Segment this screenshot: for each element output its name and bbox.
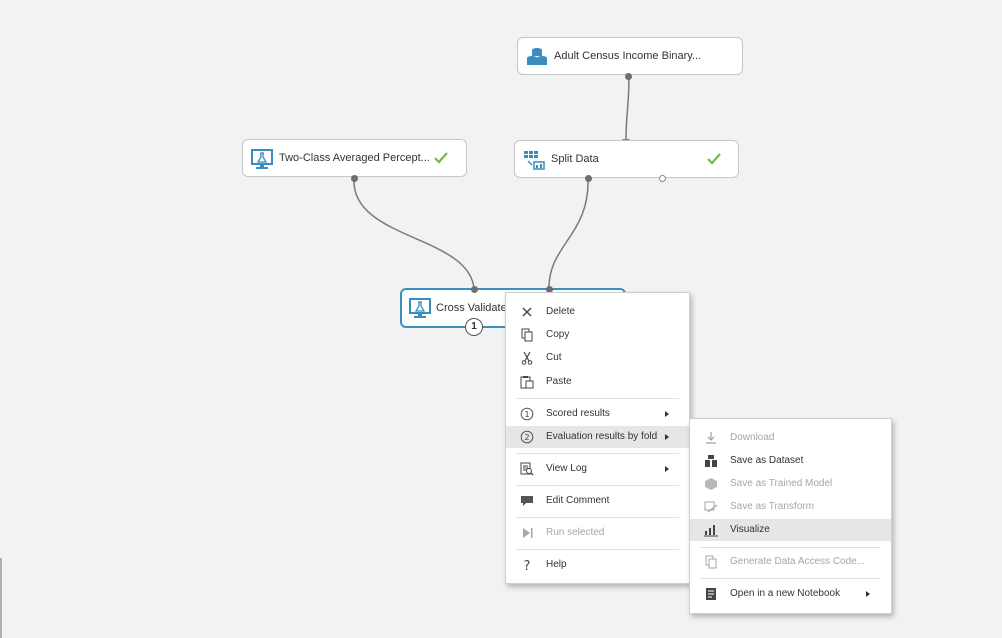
circle-1-icon: 1 bbox=[520, 407, 534, 421]
output-port-badge[interactable]: 1 bbox=[465, 318, 483, 336]
menu-separator bbox=[516, 517, 679, 518]
submenu-item-save-as-dataset[interactable]: Save as Dataset bbox=[690, 450, 891, 472]
menu-item-view-log[interactable]: View Log bbox=[506, 458, 689, 480]
menu-item-label: View Log bbox=[546, 463, 587, 474]
menu-separator bbox=[516, 398, 679, 399]
svg-text:?: ? bbox=[524, 559, 531, 572]
input-port-1[interactable] bbox=[471, 286, 478, 293]
code-icon bbox=[704, 555, 718, 569]
menu-item-edit-comment[interactable]: Edit Comment bbox=[506, 490, 689, 512]
circle-2-icon: 2 bbox=[520, 430, 534, 444]
menu-item-delete[interactable]: Delete bbox=[506, 301, 689, 323]
menu-item-label: Save as Trained Model bbox=[730, 478, 833, 489]
output-port-2[interactable] bbox=[659, 175, 666, 182]
visualize-icon bbox=[704, 523, 718, 537]
menu-item-label: Save as Dataset bbox=[730, 455, 804, 466]
module-split-data[interactable]: Split Data bbox=[514, 140, 739, 178]
submenu-arrow-icon bbox=[665, 466, 669, 472]
menu-item-label: Delete bbox=[546, 306, 575, 317]
submenu-item-save-as-trained-model: Save as Trained Model bbox=[690, 473, 891, 495]
cut-icon bbox=[520, 351, 534, 365]
menu-separator bbox=[700, 578, 881, 579]
menu-item-label: Download bbox=[730, 432, 775, 443]
submenu-item-download: Download bbox=[690, 427, 891, 449]
submenu-evaluation-results: Download Save as Dataset Save as Trained… bbox=[689, 418, 892, 614]
menu-item-label: Paste bbox=[546, 376, 572, 387]
submenu-arrow-icon bbox=[866, 591, 870, 597]
menu-item-cut[interactable]: Cut bbox=[506, 347, 689, 369]
menu-separator bbox=[516, 453, 679, 454]
input-port-2[interactable] bbox=[546, 286, 553, 293]
copy-icon bbox=[520, 328, 534, 342]
context-menu: Delete Copy Cut Paste 1 Scored results 2… bbox=[505, 292, 690, 584]
save-dataset-icon bbox=[704, 454, 718, 468]
menu-item-evaluation-results-by-fold[interactable]: 2 Evaluation results by fold bbox=[506, 426, 689, 448]
submenu-item-visualize[interactable]: Visualize bbox=[690, 519, 891, 541]
check-icon bbox=[706, 151, 722, 167]
submenu-arrow-icon bbox=[665, 434, 669, 440]
notebook-icon bbox=[704, 587, 718, 601]
flask-monitor-icon bbox=[409, 298, 431, 318]
module-label: Split Data bbox=[551, 153, 599, 165]
menu-item-help[interactable]: ? Help bbox=[506, 554, 689, 576]
help-icon: ? bbox=[520, 558, 534, 572]
flask-monitor-icon bbox=[251, 149, 273, 169]
transform-icon bbox=[704, 500, 718, 514]
svg-text:1: 1 bbox=[524, 410, 529, 419]
connection-perceptron-to-cross-validate bbox=[353, 177, 475, 290]
connection-split-to-cross-validate bbox=[548, 177, 589, 290]
canvas-edge-scrollbar[interactable] bbox=[0, 558, 2, 638]
submenu-item-open-in-new-notebook[interactable]: Open in a new Notebook bbox=[690, 583, 891, 605]
submenu-arrow-icon bbox=[665, 411, 669, 417]
view-log-icon bbox=[520, 462, 534, 476]
menu-item-paste[interactable]: Paste bbox=[506, 371, 689, 393]
connection-census-to-split bbox=[625, 75, 630, 142]
dataset-icon bbox=[526, 47, 548, 67]
output-port-1[interactable] bbox=[585, 175, 592, 182]
menu-item-label: Help bbox=[546, 559, 567, 570]
menu-item-label: Run selected bbox=[546, 527, 605, 538]
download-icon bbox=[704, 431, 718, 445]
module-label: Two-Class Averaged Percept... bbox=[279, 152, 430, 164]
module-adult-census[interactable]: Adult Census Income Binary... bbox=[517, 37, 743, 75]
menu-item-copy[interactable]: Copy bbox=[506, 324, 689, 346]
run-icon bbox=[520, 526, 534, 540]
menu-separator bbox=[516, 485, 679, 486]
module-label: Cross Validate bbox=[436, 302, 507, 314]
check-icon bbox=[433, 150, 449, 166]
menu-item-label: Cut bbox=[546, 352, 562, 363]
menu-item-label: Scored results bbox=[546, 408, 610, 419]
output-port[interactable] bbox=[625, 73, 632, 80]
module-label: Adult Census Income Binary... bbox=[554, 50, 702, 62]
menu-item-label: Open in a new Notebook bbox=[730, 588, 841, 599]
menu-item-run-selected: Run selected bbox=[506, 522, 689, 544]
comment-icon bbox=[520, 494, 534, 508]
menu-item-label: Save as Transform bbox=[730, 501, 814, 512]
submenu-item-generate-data-access-code: Generate Data Access Code... bbox=[690, 551, 891, 573]
svg-text:2: 2 bbox=[524, 433, 529, 442]
split-data-icon bbox=[523, 150, 545, 170]
menu-item-label: Copy bbox=[546, 329, 570, 340]
output-port[interactable] bbox=[351, 175, 358, 182]
menu-separator bbox=[700, 547, 881, 548]
menu-separator bbox=[516, 549, 679, 550]
menu-item-label: Edit Comment bbox=[546, 495, 610, 506]
menu-item-scored-results[interactable]: 1 Scored results bbox=[506, 403, 689, 425]
trained-model-icon bbox=[704, 477, 718, 491]
paste-icon bbox=[520, 375, 534, 389]
delete-icon bbox=[520, 305, 534, 319]
module-two-class-perceptron[interactable]: Two-Class Averaged Percept... bbox=[242, 139, 467, 177]
submenu-item-save-as-transform: Save as Transform bbox=[690, 496, 891, 518]
menu-item-label: Generate Data Access Code... bbox=[730, 556, 866, 567]
menu-item-label: Visualize bbox=[730, 524, 770, 535]
menu-item-label: Evaluation results by fold bbox=[546, 431, 658, 442]
